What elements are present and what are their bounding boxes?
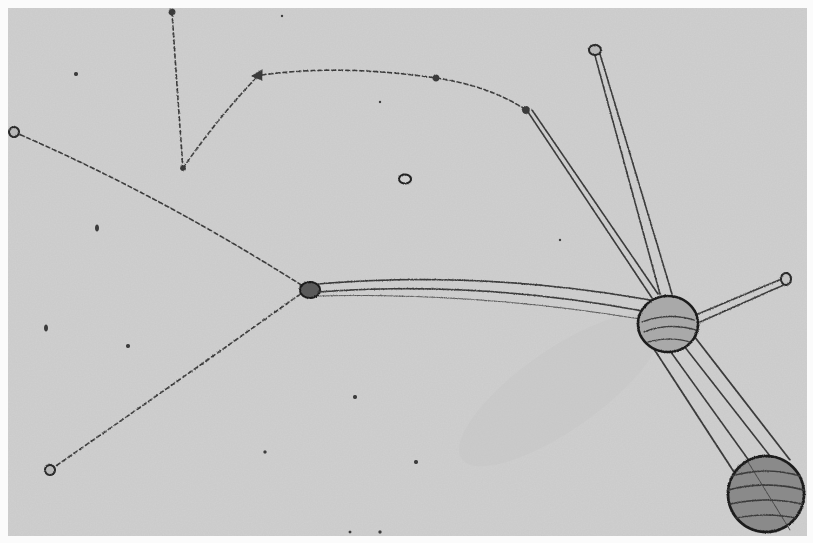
node-central <box>300 282 320 298</box>
node-arc-middle <box>433 75 439 81</box>
upper-sphere <box>638 296 698 352</box>
node-right <box>781 273 791 285</box>
small-oval <box>399 175 411 184</box>
lower-sphere <box>728 456 804 532</box>
node-top <box>169 9 175 15</box>
node-top-right <box>589 45 601 55</box>
node-left <box>9 127 19 137</box>
paper-grain <box>8 8 807 536</box>
node-lower-left <box>45 465 55 475</box>
